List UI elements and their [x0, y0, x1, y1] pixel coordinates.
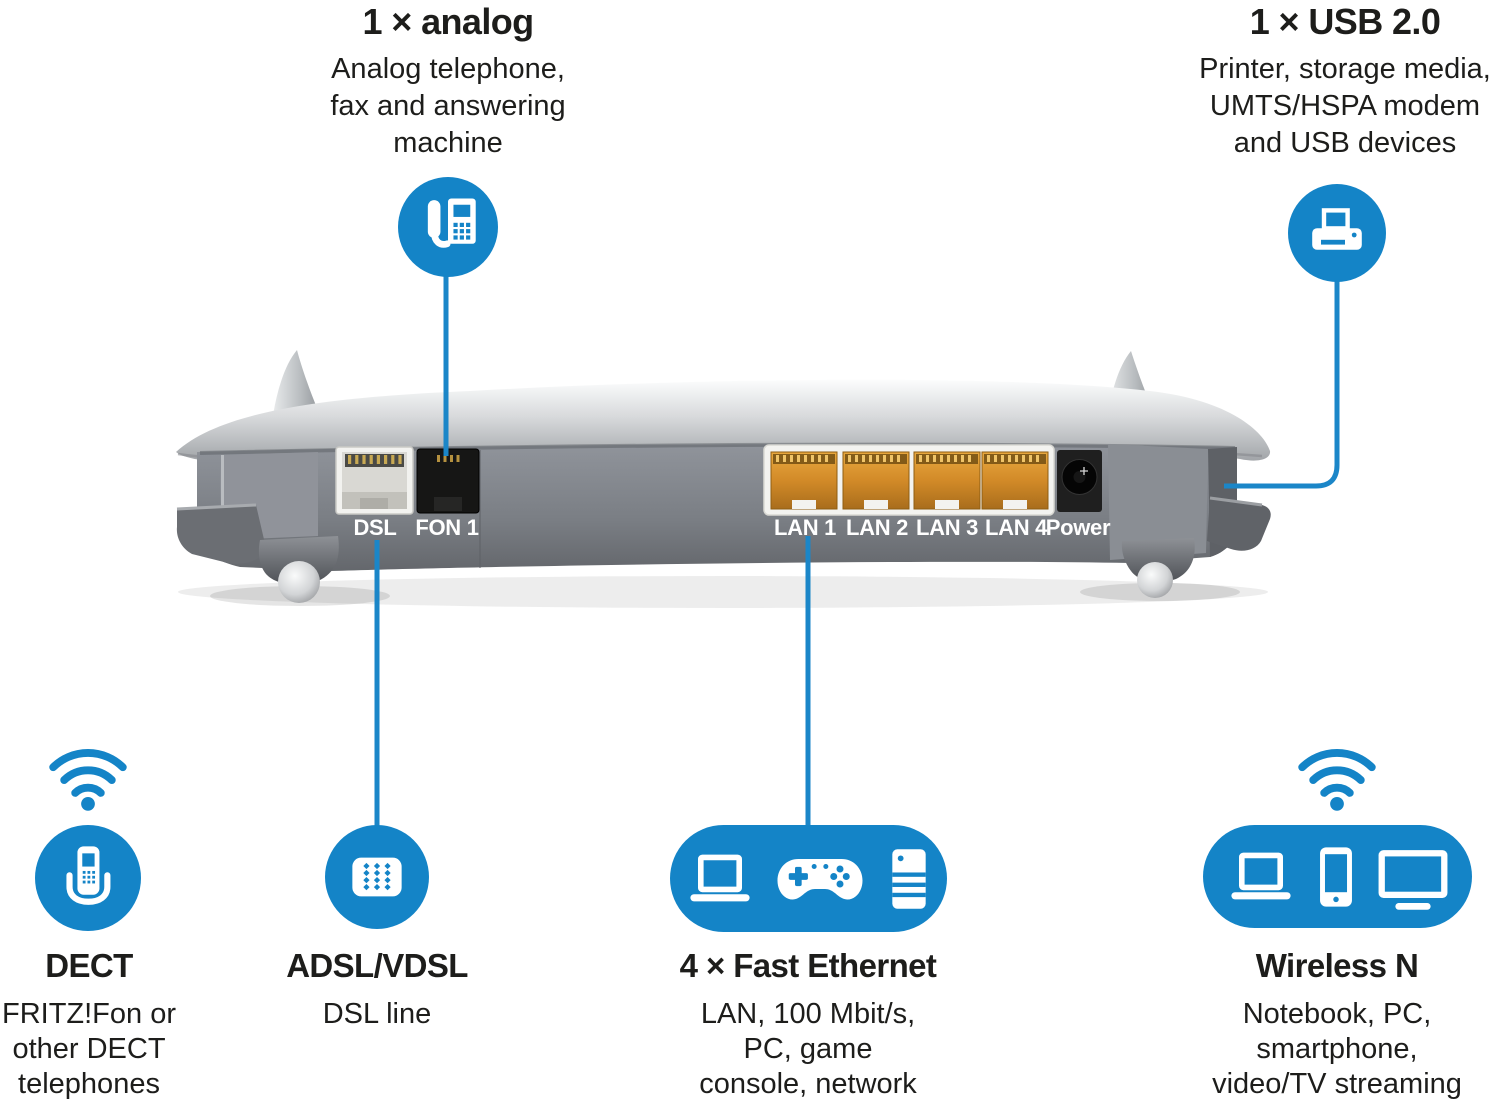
right-foot: [1121, 538, 1195, 598]
analog-title: 1 × analog: [362, 1, 534, 42]
laptop-icon: [689, 854, 750, 901]
usb-badge: [1288, 184, 1386, 282]
port-label-fon1: FON 1: [415, 515, 479, 540]
usb-title: 1 × USB 2.0: [1249, 1, 1441, 42]
wifi-waves-icon: [49, 749, 127, 811]
lan-panel: [763, 444, 1055, 516]
lan-port-1: [770, 451, 838, 510]
left-foot: [258, 536, 339, 603]
analog-description: Analog telephone, fax and answering mach…: [330, 53, 566, 159]
wifi-waves-icon: [1298, 749, 1376, 811]
smartphone-icon: [1319, 846, 1352, 907]
usb-description: Printer, storage media, UMTS/HSPA modem …: [1199, 53, 1491, 159]
laptop-icon: [1230, 852, 1291, 899]
dsl-socket-icon: [352, 857, 402, 897]
callout-usb: 1 × USB 2.0 Printer, storage media, UMTS…: [1170, 1, 1500, 162]
callout-ethernet: 4 × Fast Ethernet LAN, 100 Mbit/s, PC, g…: [640, 947, 976, 1102]
port-label-dsl: DSL: [353, 515, 397, 540]
right-flange: [1207, 496, 1271, 551]
adsl-description: DSL line: [322, 997, 432, 1030]
power-jack: [1057, 450, 1102, 512]
ethernet-title: 4 × Fast Ethernet: [679, 947, 937, 984]
lan-port-3: [913, 451, 981, 510]
gamepad-icon: [777, 858, 862, 900]
callout-wireless: Wireless N Notebook, PC, smartphone, vid…: [1170, 947, 1500, 1102]
ethernet-pill: [670, 825, 947, 932]
adsl-badge: [325, 825, 429, 929]
analog-badge: [398, 177, 498, 277]
dect-badge: [35, 825, 141, 931]
desk-phone-icon: [427, 198, 476, 248]
connector-usb-to-router: [1224, 281, 1340, 489]
port-label-lan2: LAN 2: [845, 515, 909, 540]
dsl-port: [335, 446, 414, 515]
lan-port-4: [981, 451, 1049, 510]
left-flange: [176, 503, 266, 564]
port-label-lan1: LAN 1: [773, 515, 837, 540]
fon1-port: [416, 448, 480, 514]
callout-dect: DECT FRITZ!Fon or other DECT telephones: [0, 947, 178, 1102]
wireless-description: Notebook, PC, smartphone, video/TV strea…: [1212, 997, 1462, 1101]
router-shadow: [178, 576, 1268, 608]
cordless-phone-icon: [66, 846, 111, 905]
dect-description: FRITZ!Fon or other DECT telephones: [1, 997, 176, 1101]
port-label-lan4: LAN 4: [984, 515, 1048, 540]
tv-icon: [1378, 849, 1447, 910]
adsl-title: ADSL/VDSL: [286, 947, 468, 984]
port-label-power: Power: [1045, 515, 1111, 540]
port-label-lan3: LAN 3: [915, 515, 979, 540]
lan-port-2: [842, 451, 910, 510]
printer-icon: [1312, 208, 1362, 250]
dect-title: DECT: [45, 947, 133, 984]
server-tower-icon: [891, 848, 926, 909]
callout-analog: 1 × analog Analog telephone, fax and ans…: [273, 1, 623, 162]
callout-adsl: ADSL/VDSL DSL line: [252, 947, 502, 1032]
wireless-title: Wireless N: [1255, 947, 1419, 984]
ethernet-description: LAN, 100 Mbit/s, PC, game console, netwo…: [699, 997, 917, 1101]
wireless-pill: [1203, 825, 1472, 928]
